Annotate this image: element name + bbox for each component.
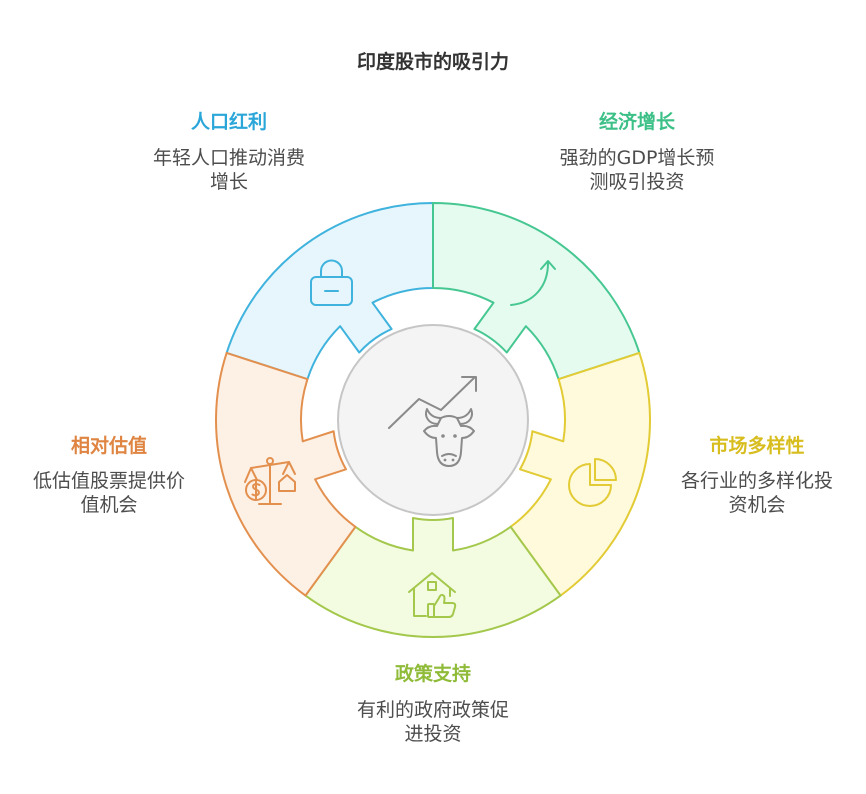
trend-arrow-icon [388, 376, 477, 429]
description-demographic-dividend: 年轻人口推动消费 增长 [129, 146, 329, 194]
label-market-diversity: 市场多样性 [709, 435, 805, 457]
description-relative-valuation: 低估值股票提供价 值机会 [9, 469, 209, 517]
label-demographic-dividend: 人口红利 [190, 111, 267, 133]
diagram-title: 印度股市的吸引力 [356, 51, 509, 73]
description-market-diversity: 各行业的多样化投 资机会 [657, 469, 857, 517]
segment-relative-valuation [215, 351, 357, 597]
label-economic-growth: 经济增长 [598, 111, 675, 133]
description-line: 强劲的GDP增长预 [559, 147, 715, 169]
ring-segments [215, 202, 651, 638]
description-policy-support: 有利的政府政策促 进投资 [333, 698, 533, 746]
description-line: 低估值股票提供价 [32, 470, 185, 492]
center-hub-circle [337, 324, 529, 516]
description-line: 测吸引投资 [589, 171, 685, 193]
segment-economic-growth [432, 202, 641, 381]
segment-policy-support [304, 516, 562, 638]
description-line: 进投资 [404, 723, 462, 745]
description-line: 增长 [209, 171, 248, 193]
label-relative-valuation: 相对估值 [70, 435, 147, 457]
house-thumbs-up-icon [408, 572, 457, 618]
description-line: 有利的政府政策促 [356, 699, 509, 721]
scales-dollar-icon [244, 457, 296, 505]
segment-market-diversity [509, 351, 651, 597]
description-economic-growth: 强劲的GDP增长预 测吸引投资 [537, 146, 737, 194]
bull-head-icon [423, 408, 475, 467]
description-line: 年轻人口推动消费 [152, 147, 305, 169]
description-line: 各行业的多样化投 [680, 470, 833, 492]
curved-arrow-up-icon [510, 260, 556, 306]
label-policy-support: 政策支持 [394, 663, 471, 685]
description-line: 资机会 [728, 494, 786, 516]
padlock-icon [310, 259, 353, 306]
description-line: 值机会 [80, 494, 138, 516]
pie-chart-icon [568, 458, 617, 507]
